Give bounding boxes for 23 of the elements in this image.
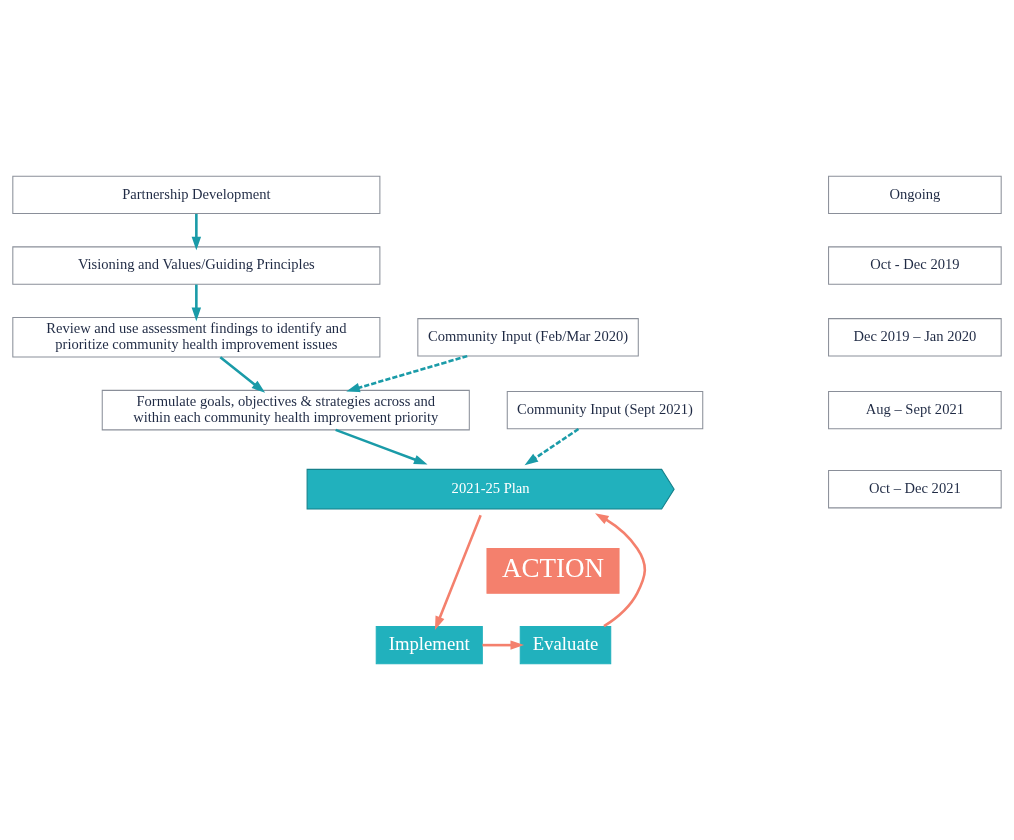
node-box: Oct – Dec 2021 [828,469,1002,509]
node-box: Formulate goals, objectives & strategies across and within each community health improvement priority [101,389,470,431]
node-box: Ongoing [828,175,1002,215]
node-box: ACTION [486,547,620,594]
node-box: Community Input (Sept 2021) [506,390,704,430]
node-box: Evaluate [519,625,612,665]
arrow [434,514,482,630]
arrow [595,513,647,628]
node-box: Aug – Sept 2021 [828,390,1002,430]
arrow [219,356,266,393]
arrow [191,213,202,251]
node-box: Oct - Dec 2019 [828,246,1002,285]
node-box: Review and use assessment findings to identify and prioritize community health improvement issues [12,317,381,358]
node-box: Implement [375,625,483,665]
node-box: Dec 2019 – Jan 2020 [828,318,1002,357]
node-box: Partnership Development [12,175,381,215]
arrow [191,284,202,322]
node-box: Community Input (Feb/Mar 2020) [417,318,639,357]
arrow [346,354,468,393]
arrow [524,427,580,466]
arrow [482,640,525,650]
node-box: Visioning and Values/Guiding Principles [12,246,381,285]
arrow [335,428,428,465]
